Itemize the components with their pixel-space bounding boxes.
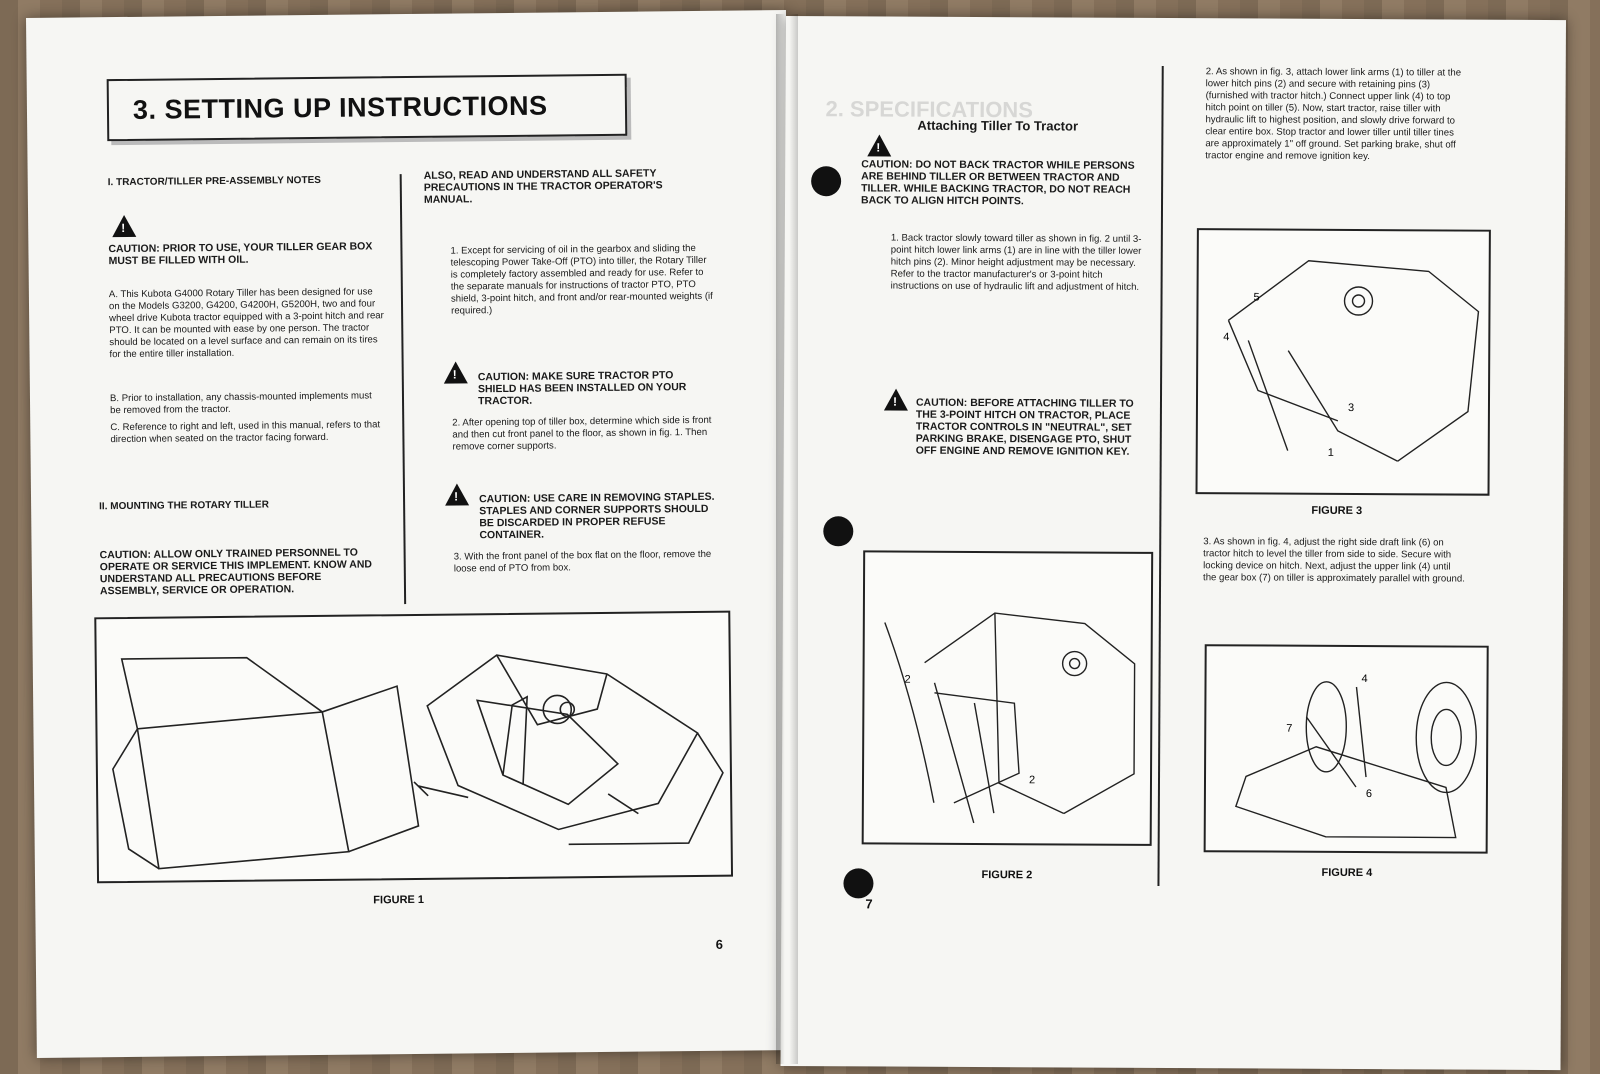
- warning-icon: [883, 388, 909, 411]
- svg-text:1: 1: [1328, 447, 1334, 459]
- figure-1-caption: FIGURE 1: [373, 893, 425, 907]
- svg-text:5: 5: [1254, 291, 1260, 303]
- caution-pto-shield: CAUTION: MAKE SURE TRACTOR PTO SHIELD HA…: [477, 369, 687, 408]
- box-and-tiller-illustration: [112, 654, 724, 870]
- callout-2: 2: [1029, 774, 1035, 786]
- figure-4-caption: FIGURE 4: [1321, 866, 1373, 880]
- figure-3-caption: FIGURE 3: [1311, 504, 1363, 518]
- binding-hole: [811, 166, 842, 197]
- book-spine: [776, 14, 798, 1064]
- warning-icon: [867, 134, 892, 157]
- svg-text:6: 6: [1366, 788, 1372, 800]
- note-c: C. Reference to right and left, used in …: [110, 419, 381, 446]
- caution-staples: CAUTION: USE CARE IN REMOVING STAPLES. S…: [479, 490, 715, 542]
- svg-text:7: 7: [1286, 723, 1292, 735]
- callout-2: 2: [904, 674, 910, 686]
- warning-icon: [443, 361, 468, 384]
- also-read-text: ALSO, READ AND UNDERSTAND ALL SAFETY PRE…: [423, 167, 663, 206]
- svg-text:4: 4: [1223, 331, 1229, 343]
- figure-2-caption: FIGURE 2: [981, 869, 1033, 882]
- step-3: 3. With the front panel of the box flat …: [453, 548, 712, 575]
- attach-step-1: 1. Back tractor slowly toward tiller as …: [890, 232, 1142, 293]
- caution-neutral: CAUTION: BEFORE ATTACHING TILLER TO THE …: [915, 396, 1134, 458]
- warning-icon: [444, 483, 470, 506]
- tiller-hitch-illustration: 2 2: [884, 612, 1136, 824]
- left-page: 3. SETTING UP INSTRUCTIONS I. TRACTOR/TI…: [26, 10, 797, 1058]
- step-1: 1. Except for servicing of oil in the ge…: [450, 242, 713, 317]
- warning-icon: [112, 214, 137, 238]
- note-a: A. This Kubota G4000 Rotary Tiller has b…: [108, 286, 384, 361]
- attach-step-2: 2. As shown in fig. 3, attach lower link…: [1205, 66, 1462, 163]
- page-number: 6: [715, 936, 724, 952]
- figure-2-drawing: 2 2: [861, 550, 1154, 846]
- caution-backing: CAUTION: DO NOT BACK TRACTOR WHILE PERSO…: [861, 158, 1135, 208]
- section-heading-mounting: II. MOUNTING THE ROTARY TILLER: [99, 499, 269, 513]
- figure-3-drawing: 5 4 3 1: [1195, 228, 1491, 496]
- column-divider: [1157, 65, 1164, 886]
- section-title: 3. SETTING UP INSTRUCTIONS: [106, 73, 628, 142]
- page-number: 7: [865, 896, 873, 912]
- svg-text:3: 3: [1348, 402, 1354, 414]
- attaching-heading: Attaching Tiller To Tractor: [917, 117, 1079, 134]
- caution-personnel: CAUTION: ALLOW ONLY TRAINED PERSONNEL TO…: [99, 546, 373, 598]
- note-b: B. Prior to installation, any chassis-mo…: [109, 390, 372, 417]
- binding-hole: [823, 516, 854, 547]
- attach-step-3: 3. As shown in fig. 4, adjust the right …: [1203, 536, 1465, 585]
- figure-1-drawing: [94, 610, 734, 884]
- right-page: 2. SPECIFICATIONS Attaching Tiller To Tr…: [780, 16, 1566, 1071]
- binding-hole: [843, 868, 874, 899]
- lower-link-illustration: 5 4 3 1: [1223, 260, 1480, 462]
- caution-oil: CAUTION: PRIOR TO USE, YOUR TILLER GEAR …: [108, 240, 373, 268]
- step-2: 2. After opening top of tiller box, dete…: [452, 414, 712, 453]
- section-heading-pre-assembly: I. TRACTOR/TILLER PRE-ASSEMBLY NOTES: [107, 174, 321, 189]
- column-divider: [399, 174, 407, 605]
- figure-4-drawing: 4 7 6: [1203, 644, 1489, 854]
- svg-text:4: 4: [1362, 673, 1368, 685]
- draft-link-illustration: 4 7 6: [1234, 673, 1477, 839]
